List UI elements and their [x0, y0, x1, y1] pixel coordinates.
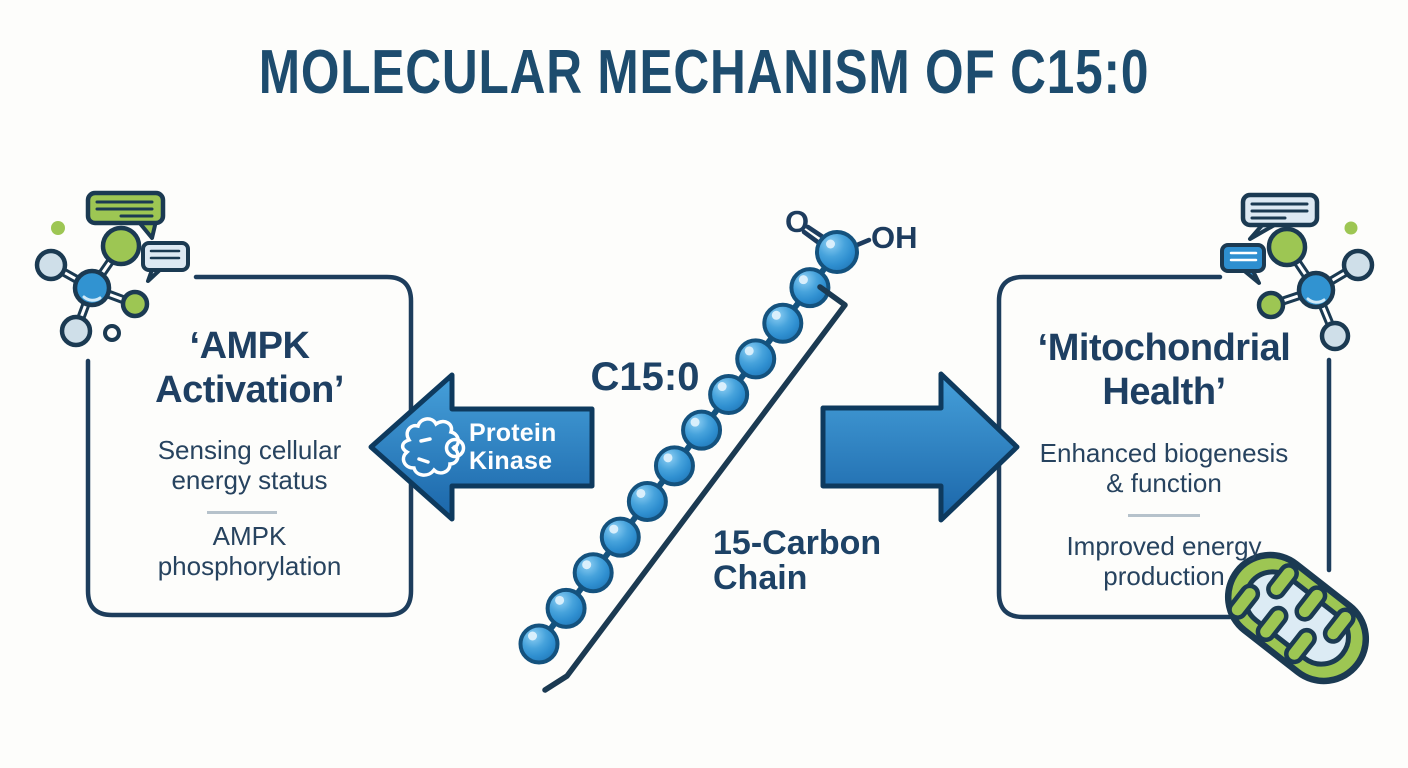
carboxyl-oh-label: OH — [871, 220, 918, 255]
ampk-panel-point1: Sensing cellular energy status — [88, 435, 411, 496]
ampk-point2-line2: phosphorylation — [157, 551, 342, 582]
carbon-bead — [599, 516, 641, 558]
carbon-bead-highlight — [555, 595, 565, 605]
carbon-bead-chain — [518, 230, 859, 665]
speech-bubble-blue-icon — [1220, 243, 1266, 285]
speech-bubble-light-icon — [141, 241, 190, 283]
carbon-bead-highlight — [744, 346, 754, 356]
molecule-icon-right — [1220, 192, 1375, 352]
ampk-panel-title: ‘AMPK Activation’ — [88, 324, 411, 412]
carbon-bead-highlight — [528, 631, 537, 641]
carbon-bead-highlight — [609, 524, 619, 534]
ampk-point1-line2: energy status — [171, 465, 328, 496]
chain-bracket — [542, 284, 848, 693]
mito-point1-line1: Enhanced biogenesis — [1039, 438, 1289, 468]
ampk-panel-point2: AMPK phosphorylation — [88, 521, 411, 582]
carbon-bead-highlight — [690, 417, 700, 427]
protein-kinase-enzyme-icon — [400, 417, 466, 477]
ampk-point2-line1: AMPK — [212, 521, 287, 551]
carbon-bead-highlight — [826, 239, 835, 249]
speech-bubble-green-icon — [85, 190, 166, 240]
carbon-chain: O OH C15:0 15-Carbon Chain — [518, 204, 918, 693]
mito-point2-line2: production — [1103, 561, 1225, 592]
molecule-icon-left — [34, 190, 190, 348]
carboxyl-o-label: O — [785, 204, 809, 239]
mito-point2-line1: Improved energy — [1066, 531, 1262, 561]
carbon-bead — [708, 374, 750, 416]
carbon-bead-highlight — [771, 310, 781, 320]
carboxyl-bonds — [801, 224, 872, 248]
carbon-bead — [653, 445, 695, 487]
ampk-point1-line1: Sensing cellular — [157, 435, 342, 465]
carbon-bead — [681, 409, 723, 451]
page-title: MOLECULAR MECHANISM OF C15:0 — [258, 38, 1150, 107]
c15-label: C15:0 — [591, 355, 700, 399]
ampk-panel-title-line1: ‘AMPK — [189, 325, 310, 367]
arrow-label-line1: Protein — [469, 419, 557, 447]
arrow-label-line2: Kinase — [469, 447, 553, 475]
mito-point1-line2: & function — [1106, 468, 1222, 499]
mitochondria-icon — [1224, 551, 1370, 685]
mitochondrial-panel-title-line1: ‘Mitochondrial — [1037, 327, 1291, 369]
carbon-bead-highlight — [798, 275, 808, 285]
carbon-bead — [735, 338, 777, 380]
mitochondrial-panel-title: ‘Mitochondrial Health’ — [999, 326, 1329, 414]
chain-length-label-line1: 15-Carbon — [713, 524, 881, 562]
protein-kinase-arrow-label: Protein Kinase — [469, 419, 557, 475]
ampk-panel-divider — [207, 511, 277, 514]
carbon-bead — [518, 623, 560, 665]
speech-bubble-light-icon — [1240, 192, 1320, 241]
carbon-bead-highlight — [636, 488, 646, 498]
protein-kinase-arrow — [368, 372, 595, 522]
mitochondrial-panel-point2: Improved energy production — [999, 531, 1329, 592]
mitochondrial-panel-divider — [1128, 514, 1200, 517]
ampk-panel-title-line2: Activation’ — [155, 369, 344, 412]
carbon-bead-highlight — [717, 382, 727, 392]
ampk-panel-border — [85, 274, 414, 618]
carbon-bead-highlight — [663, 453, 673, 463]
carbon-bead-highlight — [582, 560, 592, 570]
mitochondrial-panel-title-line2: Health’ — [1102, 371, 1226, 414]
chain-length-label-line2: Chain — [713, 559, 807, 597]
carbon-bead — [762, 302, 804, 344]
mitochondrial-panel-point1: Enhanced biogenesis & function — [999, 438, 1329, 499]
effect-arrow — [820, 371, 1020, 523]
carbon-bead — [545, 587, 587, 629]
carbon-bead — [815, 230, 859, 274]
carbon-bead — [572, 552, 614, 594]
carbon-bead — [626, 480, 668, 522]
